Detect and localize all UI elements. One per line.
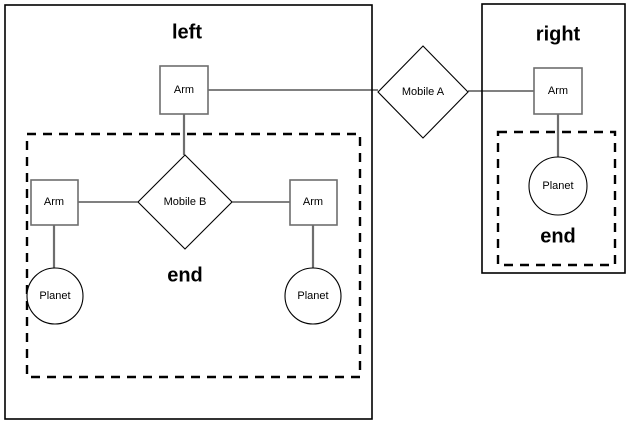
planet-right-label: Planet <box>297 290 328 302</box>
node-planet-right-container[interactable]: Planet <box>528 156 588 216</box>
planet-right-container-label: Planet <box>542 180 573 192</box>
planet-left-label: Planet <box>39 290 70 302</box>
mobile-b-diamond[interactable] <box>137 154 233 250</box>
node-mobile-b[interactable]: Mobile B <box>137 154 233 250</box>
arm-top-left-label: Arm <box>174 84 194 96</box>
arm-left-inner-rect[interactable] <box>30 179 79 226</box>
container-right[interactable] <box>481 3 626 274</box>
arm-right-inner-label: Arm <box>303 196 323 208</box>
mobile-a-diamond[interactable] <box>377 45 469 139</box>
arm-right-container-label: Arm <box>548 85 568 97</box>
mobile-a-label: Mobile A <box>402 86 445 98</box>
dashed-group-left-end-title: end <box>167 264 203 286</box>
planet-right-circle[interactable] <box>284 267 342 325</box>
node-arm-right-container[interactable]: Arm <box>533 67 583 115</box>
dashed-group-left-end[interactable] <box>25 132 362 379</box>
planet-right-container-circle[interactable] <box>528 156 588 216</box>
node-arm-right-inner[interactable]: Arm <box>289 179 338 226</box>
arm-left-inner-label: Arm <box>44 196 64 208</box>
planet-left-circle[interactable] <box>26 267 84 325</box>
arm-top-left-rect[interactable] <box>159 65 209 115</box>
node-arm-top-left[interactable]: Arm <box>159 65 209 115</box>
arm-right-container-rect[interactable] <box>533 67 583 115</box>
dashed-group-right-end-title: end <box>540 225 576 247</box>
node-planet-right[interactable]: Planet <box>284 267 342 325</box>
arm-right-inner-rect[interactable] <box>289 179 338 226</box>
mobile-b-label: Mobile B <box>164 196 207 208</box>
node-mobile-a[interactable]: Mobile A <box>377 45 469 139</box>
node-planet-left[interactable]: Planet <box>26 267 84 325</box>
container-right-title: right <box>536 23 581 45</box>
container-left-title: left <box>172 21 202 43</box>
dashed-group-right-end[interactable] <box>496 130 617 267</box>
node-arm-left-inner[interactable]: Arm <box>30 179 79 226</box>
